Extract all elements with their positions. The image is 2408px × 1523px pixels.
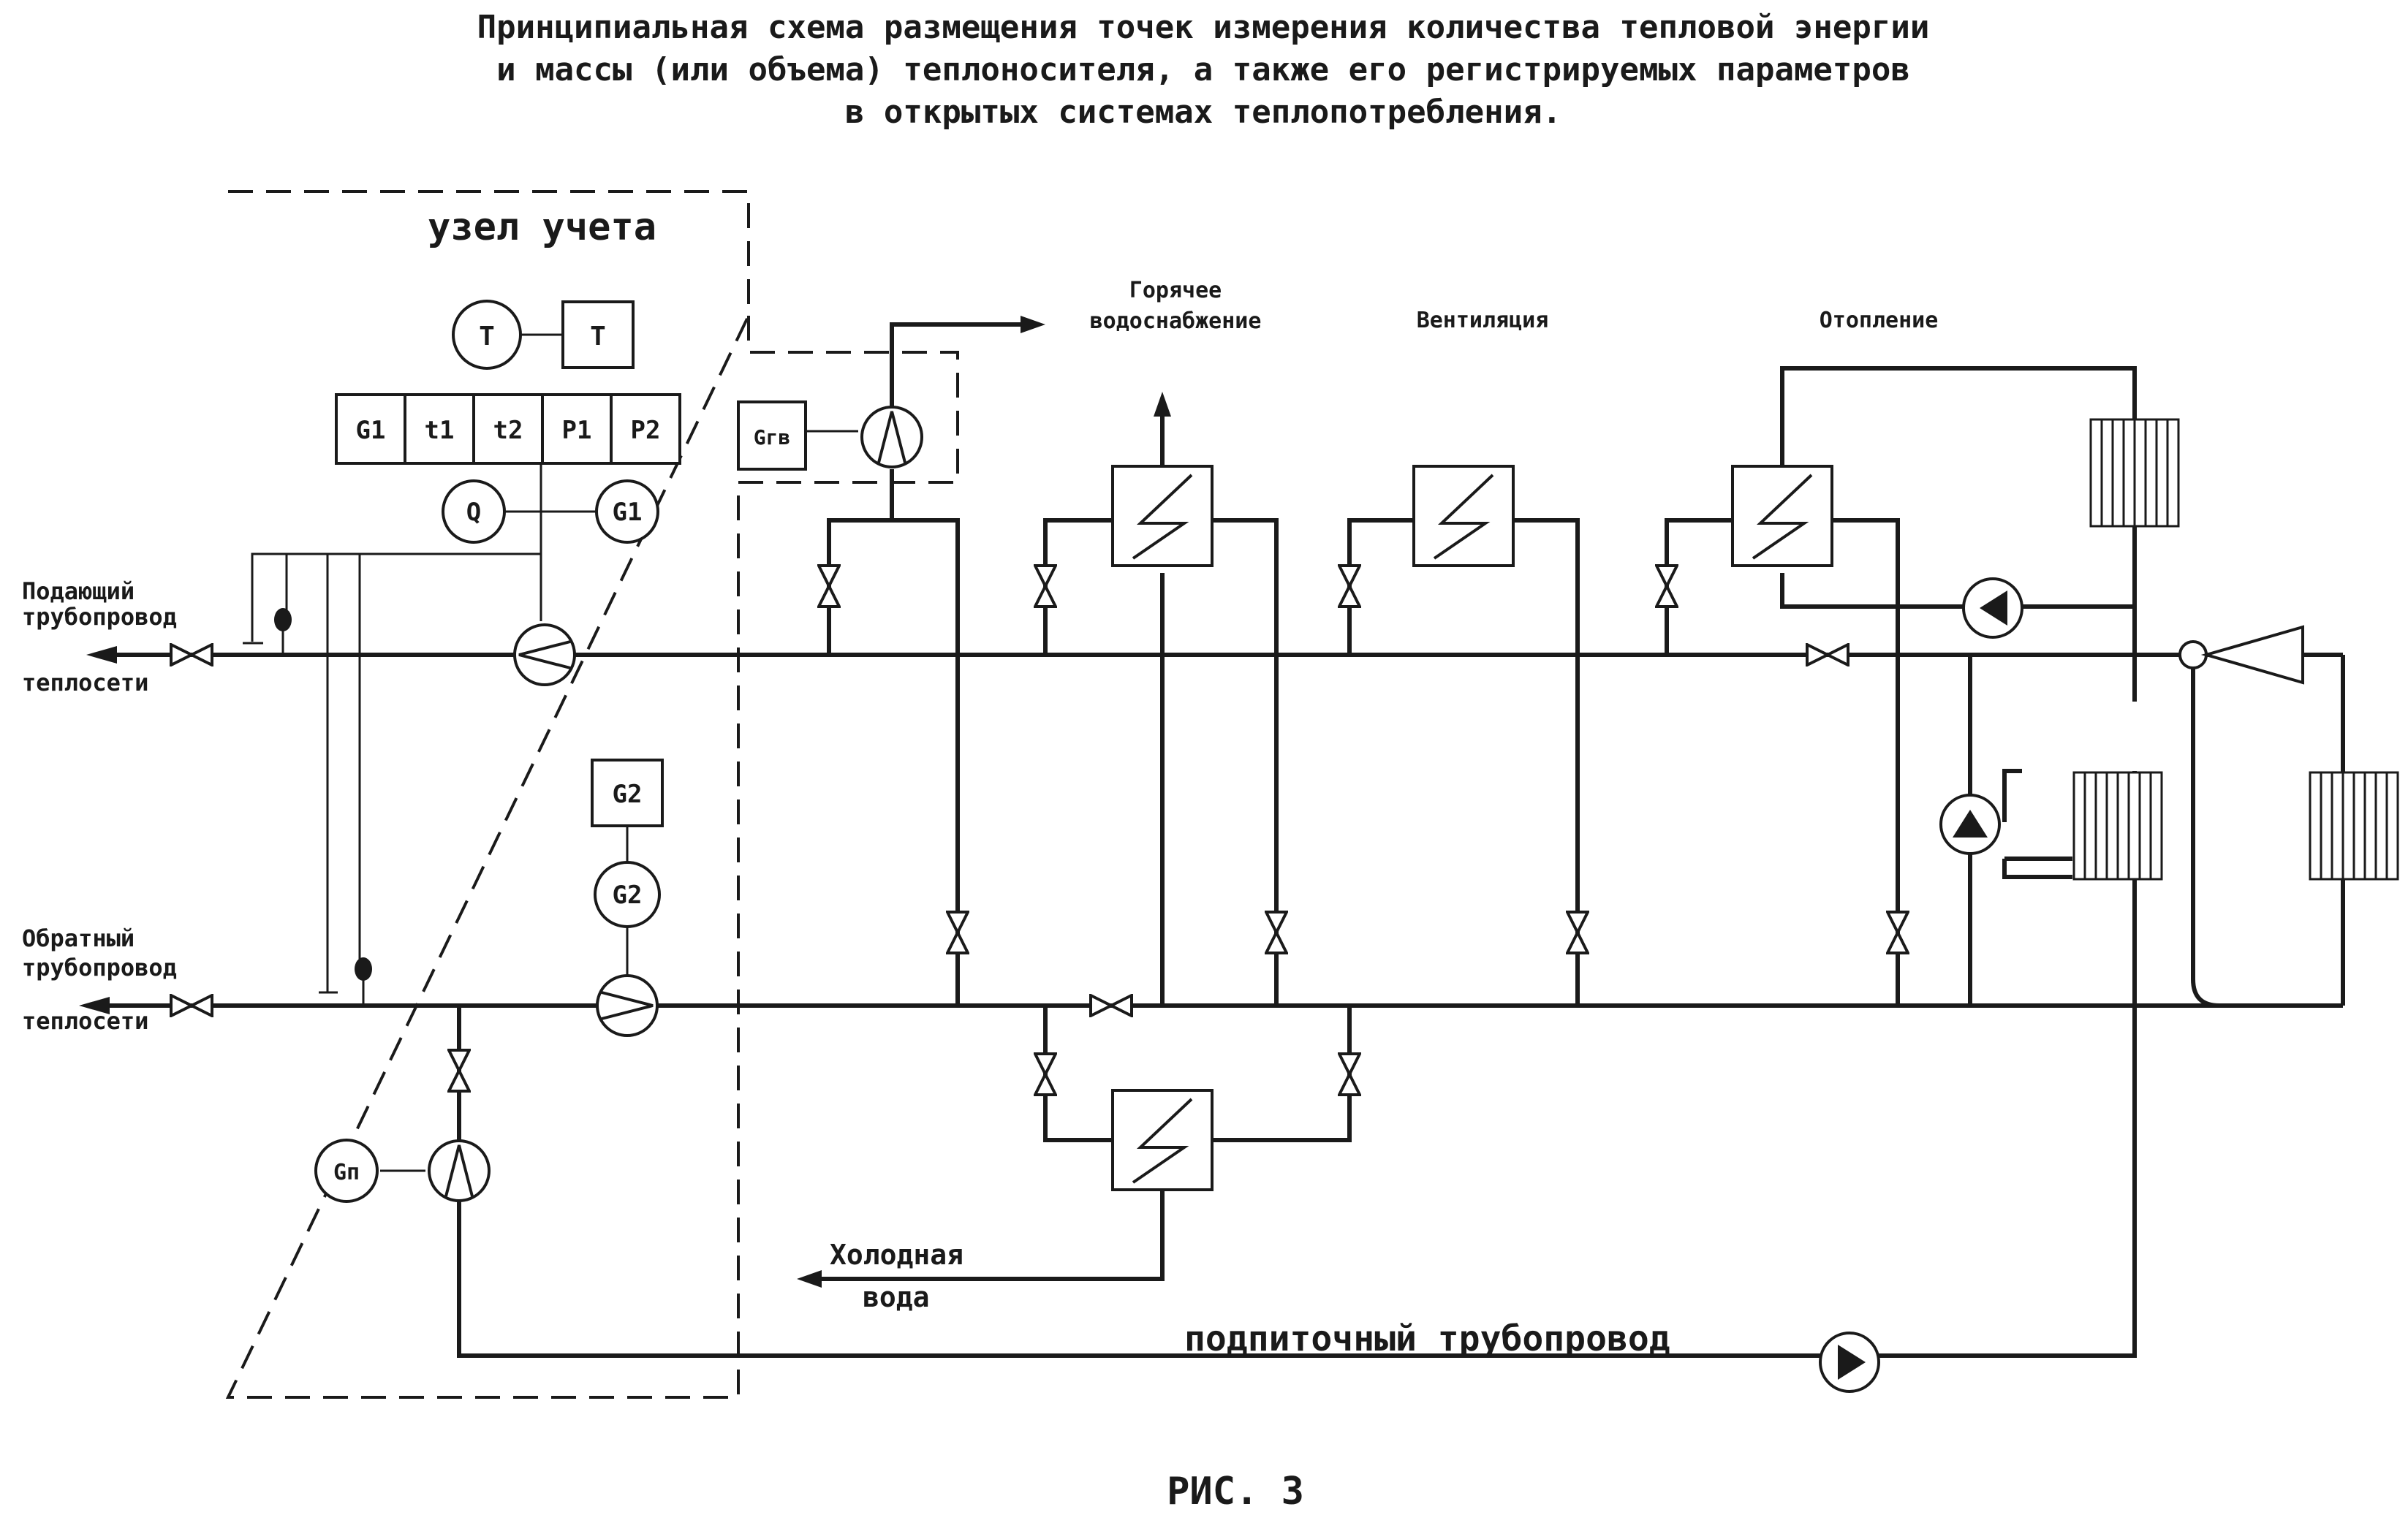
supply-flow-meter-icon (513, 623, 576, 686)
makeup-branch (380, 1006, 2137, 1358)
dhw-lower-valve-left (1034, 1052, 1057, 1096)
heating-valve (1655, 564, 1678, 608)
cold-water-label-1: Холодная (830, 1239, 963, 1271)
supply-inlet-valve (170, 643, 213, 666)
return-pipe (79, 997, 2343, 1014)
register-row (335, 393, 681, 465)
heating-label: Отопление (1820, 308, 1939, 333)
register-cell-p2: P2 (631, 416, 661, 445)
return-flow-meter-icon (596, 974, 659, 1037)
hot-water-flow-meter-icon (860, 406, 923, 468)
elevator-icon (2178, 625, 2343, 1008)
register-cell-p1: P1 (562, 416, 592, 445)
return-line-valve (1089, 994, 1133, 1017)
metering-unit-label: узел учета (428, 205, 656, 249)
register-cell-t2: t2 (493, 416, 523, 445)
ventilation-valve (1338, 564, 1361, 608)
heating-return-valve (1886, 911, 1909, 954)
ventilation-return-valve (1566, 911, 1589, 954)
radiator-upper-icon (2089, 418, 2180, 528)
gp-sensor (314, 1139, 379, 1203)
ventilation-label: Вентиляция (1417, 308, 1549, 333)
grv-label: Gгв (754, 425, 791, 449)
hot-water-branch (804, 316, 1045, 1006)
ventilation-branch (1347, 518, 1580, 1006)
title-line-2: и массы (или объема) теплоносителя, а та… (496, 51, 1910, 88)
ventilation-heat-exchanger-icon (1412, 465, 1515, 567)
t-sensor-label: T (479, 322, 495, 352)
radiator-right-icon (2309, 771, 2399, 881)
g2-recorder-label: G2 (613, 780, 643, 809)
figure-caption: РИС. 3 (1167, 1470, 1304, 1513)
title-line-3: в открытых системах теплопотребления. (845, 94, 1561, 131)
cold-water-label-2: вода (863, 1281, 930, 1313)
heating-supply-valve (1806, 643, 1849, 666)
heating-pump-lower-arrow (1953, 810, 1988, 838)
sensor-taps (243, 552, 541, 1006)
temperature-sensor (452, 300, 635, 370)
metering-unit-boundary (225, 190, 959, 1399)
makeup-pump-arrow (1838, 1345, 1866, 1380)
supply-label-1: Подающий (22, 577, 135, 605)
dhw-upper-valve (1034, 564, 1057, 608)
heating-branch (1665, 366, 2137, 1006)
makeup-pipe-label: подпиточный трубопровод (1184, 1318, 1670, 1359)
hot-water-supply-valve (817, 564, 841, 608)
dhw-lower-valve-right (1338, 1052, 1361, 1096)
dhw-heat-exchanger-lower-icon (1111, 1089, 1214, 1191)
return-label-2: трубопровод (22, 954, 177, 981)
q-label: Q (466, 498, 481, 527)
t-recorder-label: T (590, 322, 606, 352)
supply-pipe (86, 646, 2343, 664)
radiator-middle-icon (2072, 771, 2163, 881)
return-inlet-valve (170, 994, 213, 1017)
g2-recorder (591, 759, 664, 827)
grv-recorder (737, 400, 807, 471)
dhw-upper-branch (1043, 392, 1279, 1006)
heat-calculator (442, 463, 659, 621)
title-line-1: Принципиальная схема размещения точек из… (477, 9, 1930, 46)
return-label-1: Обратный (22, 924, 135, 952)
makeup-valve (447, 1049, 471, 1093)
supply-label-3: теплосети (22, 669, 148, 696)
dhw-heat-exchanger-upper-icon (1111, 465, 1214, 567)
heating-heat-exchanger-icon (1731, 465, 1833, 567)
hot-water-return-valve (946, 911, 969, 954)
supply-label-2: трубопровод (22, 603, 177, 631)
return-label-3: теплосети (22, 1007, 148, 1035)
g2-sensor-label: G2 (613, 881, 643, 910)
makeup-flow-meter-icon (428, 1139, 491, 1202)
g1-label: G1 (613, 498, 643, 527)
dhw-upper-return-valve (1265, 911, 1288, 954)
dhw-lower-branch (797, 1006, 1352, 1288)
heating-pump-upper-arrow (1980, 590, 2007, 626)
register-cell-t1: t1 (425, 416, 455, 445)
gp-sensor-label: Gп (333, 1160, 360, 1185)
register-cell-g1: G1 (356, 416, 386, 445)
hot-water-label-2: водоснабжение (1090, 308, 1262, 334)
hot-water-label-1: Горячее (1129, 278, 1222, 303)
